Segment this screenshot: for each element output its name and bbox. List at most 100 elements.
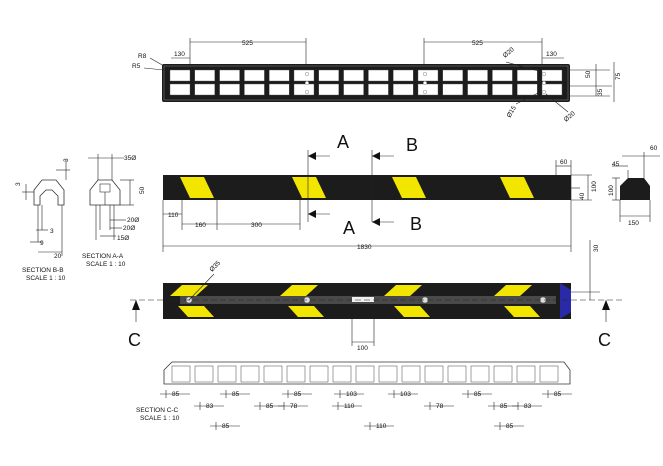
section-cc-cell: [516, 365, 536, 383]
section-cc-cell: [194, 365, 214, 383]
dim-bb-side3: 3: [15, 182, 22, 186]
section-a-marker-top: A: [337, 132, 349, 152]
top-view: 130 525 525 130 R8 R5 Ø20 Ø15 Ø20 50 75 …: [132, 38, 622, 124]
dim-end-w150: 150: [628, 220, 639, 227]
section-cc-outline: [163, 361, 571, 385]
top-view-cell: [517, 83, 538, 96]
top-view-cell: [417, 83, 439, 96]
dim-d20-bottom: Ø20: [563, 110, 577, 124]
section-aa: 35Ø 50 20Ø 20Ø 15Ø SECTION A-A SCALE 1 :…: [82, 154, 146, 268]
dim-aa-d15: 15Ø: [117, 235, 129, 242]
top-view-cell: [219, 69, 240, 82]
section-bb-caption: SECTION B-B: [22, 267, 64, 274]
bottom-view: C C Ø35 30 100: [128, 240, 622, 352]
top-view-cells: [169, 69, 563, 96]
top-view-cell: [343, 69, 364, 82]
section-cc-cell: [355, 365, 375, 383]
section-bb-profile: [33, 179, 65, 206]
dim-bottom-w100: 100: [357, 345, 368, 352]
section-cc-cell: [424, 365, 444, 383]
top-view-cell: [169, 69, 191, 82]
side-view-stripes: [180, 177, 534, 198]
dim-end-w45: 45: [612, 161, 620, 168]
section-cc-cell: [240, 365, 260, 383]
top-view-cell: [393, 83, 414, 96]
top-view-cell: [269, 69, 290, 82]
dim-side-length: 1830: [357, 244, 372, 251]
section-cc-dim-label: 85: [266, 403, 274, 410]
top-view-cell: [417, 69, 439, 82]
dim-top-h50: 50: [585, 70, 592, 78]
side-view: A A B B 60 100 40 110 160 300 1830: [162, 132, 598, 252]
section-b-marker-bottom: B: [410, 214, 422, 234]
bottom-view-slot: [352, 297, 374, 302]
top-view-cell: [269, 83, 290, 96]
section-bb-scale: SCALE 1 : 10: [26, 275, 66, 282]
section-cc-cell: [263, 365, 283, 383]
dim-top-h75: 75: [615, 72, 622, 80]
top-view-cell: [467, 83, 488, 96]
top-view-cell: [467, 69, 488, 82]
section-cc-dim-label: 110: [376, 423, 387, 430]
top-view-cell: [492, 83, 513, 96]
dim-aa-d20b: 20Ø: [123, 225, 135, 232]
dim-side-h40: 40: [579, 192, 586, 200]
end-view-profile: [620, 178, 650, 200]
section-cc-scale: SCALE 1 : 10: [140, 415, 180, 422]
dim-r5: R5: [132, 63, 141, 70]
end-view: 60 45 100 150: [608, 145, 660, 227]
dim-side-end60: 60: [560, 159, 568, 166]
top-view-cell: [244, 69, 265, 82]
section-cc-dim-label: 110: [344, 403, 355, 410]
top-view-cell: [368, 69, 389, 82]
dim-d20-top: Ø20: [502, 46, 516, 60]
section-cc-cell: [539, 365, 559, 383]
section-cc-dim-label: 83: [524, 403, 532, 410]
section-cc-dim-label: 78: [436, 403, 444, 410]
bottom-view-stripes: [170, 285, 540, 317]
section-cc-dim-label: 85: [500, 403, 508, 410]
top-view-cell: [442, 83, 463, 96]
dim-top-right-span: 525: [472, 40, 483, 47]
section-cc-cell: [401, 365, 421, 383]
section-cc-dim-label: 85: [232, 391, 240, 398]
section-cc-dim-label: 85: [222, 423, 230, 430]
section-cc-cell: [493, 365, 513, 383]
top-view-cell: [442, 69, 463, 82]
dim-top-h35: 35: [597, 88, 604, 96]
dim-side-160: 160: [195, 222, 206, 229]
section-cc-dim-label: 103: [346, 391, 357, 398]
bottom-view-end-cap: [560, 283, 571, 319]
top-view-cell: [244, 83, 265, 96]
section-bb: 3 3 3 9 20 SECTION B-B SCALE 1 : 10: [15, 158, 70, 282]
dim-bottom-h30: 30: [593, 244, 600, 252]
dim-end-h100: 100: [608, 185, 615, 196]
section-cc-dim-label: 103: [400, 391, 411, 398]
section-cc-dim-label: 85: [294, 391, 302, 398]
section-cc-cell: [309, 365, 329, 383]
dim-end-top60: 60: [650, 145, 658, 152]
dim-top-left-span: 525: [242, 40, 253, 47]
top-view-cell: [492, 69, 513, 82]
dim-bb-w9: 9: [40, 240, 44, 247]
top-view-cell: [318, 83, 339, 96]
top-view-cell: [293, 69, 315, 82]
top-view-cell: [541, 69, 563, 82]
dim-r8: R8: [138, 53, 147, 60]
section-cc-dim-label: 85: [474, 391, 482, 398]
top-view-cell: [368, 83, 389, 96]
dim-bb-w20: 20: [54, 253, 62, 260]
section-aa-caption: SECTION A-A: [82, 253, 124, 260]
dim-side-300: 300: [251, 222, 262, 229]
section-aa-scale: SCALE 1 : 10: [86, 261, 126, 268]
section-cc-dim-label: 85: [172, 391, 180, 398]
top-view-cell: [318, 69, 339, 82]
dim-aa-d35: 35Ø: [124, 155, 136, 162]
section-cc-dim-label: 83: [206, 403, 214, 410]
dim-top-right-end: 130: [546, 51, 557, 58]
section-cc-cell: [470, 365, 490, 383]
section-cc-cell: [378, 365, 398, 383]
section-cc-dim-label: 85: [554, 391, 562, 398]
top-view-cell: [219, 83, 240, 96]
